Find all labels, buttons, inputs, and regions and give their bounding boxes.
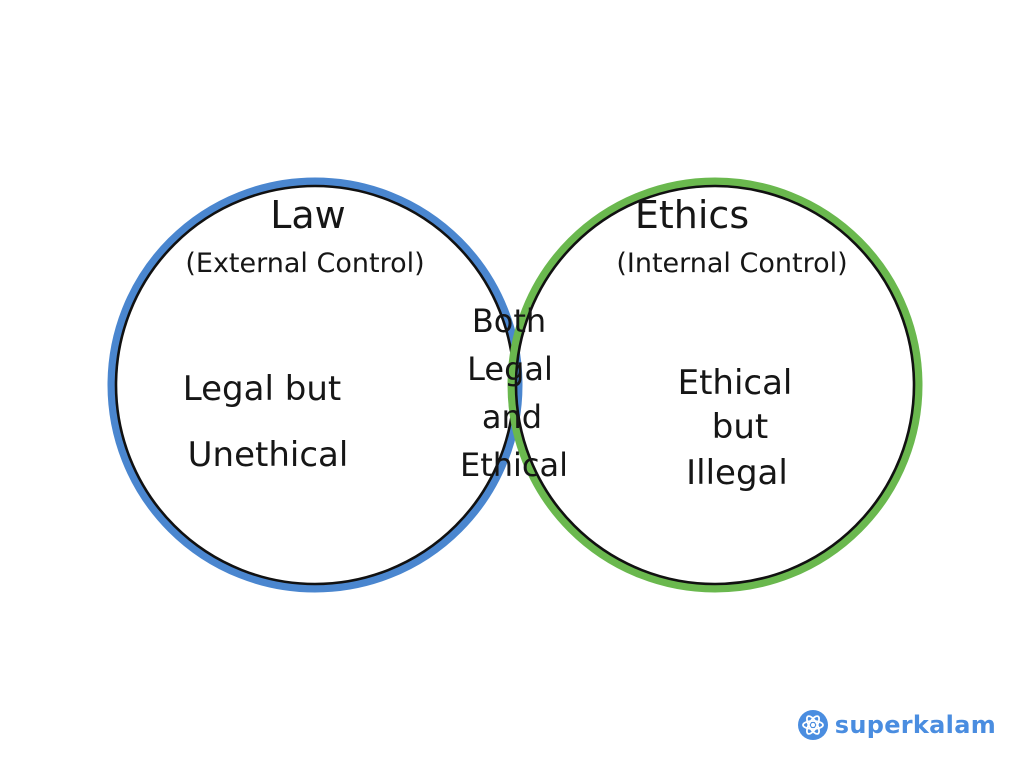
intersection-line3: and	[482, 398, 542, 436]
ethics-only-line3: Illegal	[686, 453, 788, 493]
law-only-line1: Legal but	[183, 369, 341, 409]
brand-name: superkalam	[834, 711, 996, 739]
law-subtitle: (External Control)	[185, 248, 424, 279]
atom-icon	[797, 710, 828, 740]
law-circle	[107, 177, 523, 593]
intersection-line1: Both	[472, 302, 546, 340]
ethics-title: Ethics	[635, 193, 749, 237]
brand-logo: superkalam	[797, 710, 996, 740]
intersection-line2: Legal	[467, 350, 553, 388]
ethics-only-line1: Ethical	[678, 363, 793, 403]
ethics-only-line2: but	[712, 407, 768, 447]
ethics-subtitle: (Internal Control)	[616, 248, 847, 279]
ethics-circle	[507, 177, 923, 593]
law-only-line2: Unethical	[188, 435, 349, 475]
law-title: Law	[270, 193, 346, 237]
intersection-line4: Ethical	[460, 446, 568, 484]
ethics-circle-outline	[514, 184, 916, 586]
